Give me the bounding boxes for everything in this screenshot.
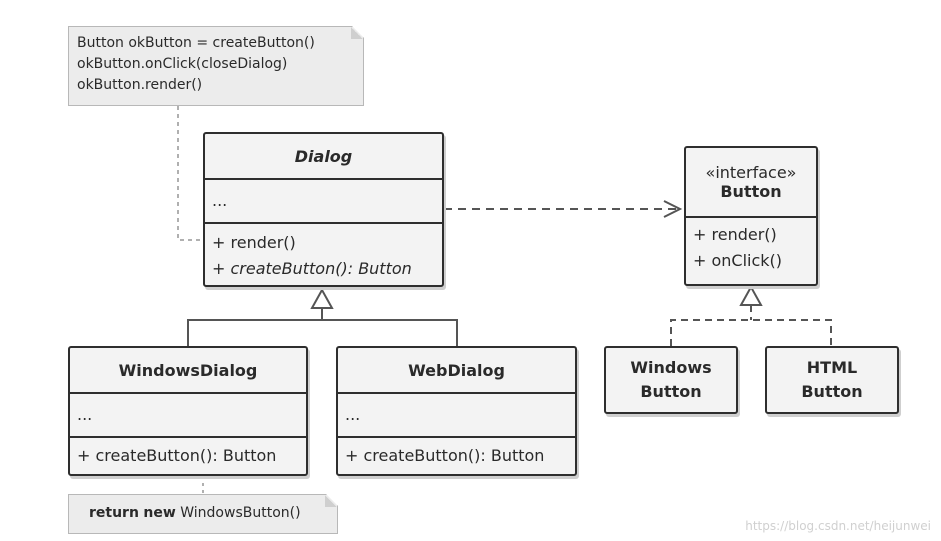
interface-button-name: «interface» Button — [686, 148, 816, 216]
note-bottom-line: return new WindowsButton() — [89, 505, 301, 521]
interface-stereotype: «interface» — [705, 163, 797, 182]
button-realization-arrowhead — [739, 284, 763, 306]
class-windowsdialog: WindowsDialog ... + createButton(): Butt… — [68, 346, 308, 476]
windowsbutton-line2: Button — [640, 382, 702, 401]
watermark: https://blog.csdn.net/heijunwei — [745, 519, 931, 533]
windowsbutton-line1: Windows — [630, 358, 712, 377]
interface-button-name-text: Button — [720, 182, 782, 201]
note-top-connector — [177, 106, 204, 241]
note-windowsdialog-code: return new WindowsButton() — [68, 494, 338, 534]
dialog-name-text: Dialog — [294, 146, 353, 166]
dialog-inheritance-lines — [187, 308, 458, 346]
htmlbutton-line2: Button — [801, 382, 863, 401]
class-windowsbutton: Windows Button — [604, 346, 738, 414]
windowsdialog-method-createbutton: + createButton(): Button — [77, 446, 277, 465]
class-htmlbutton-name: HTML Button — [767, 348, 897, 412]
class-webdialog-methods: + createButton(): Button — [338, 436, 575, 474]
note-bottom-text: WindowsButton() — [180, 505, 301, 521]
note-dialog-code: Button okButton = createButton() okButto… — [68, 26, 364, 106]
class-htmlbutton: HTML Button — [765, 346, 899, 414]
dialog-method-createbutton: + createButton(): Button — [212, 259, 412, 278]
note-line-2: okButton.onClick(closeDialog) — [77, 56, 288, 72]
class-windowsdialog-methods: + createButton(): Button — [70, 436, 306, 474]
windowsdialog-name-text: WindowsDialog — [118, 360, 258, 380]
note-keyword-new: new — [143, 505, 176, 521]
class-webdialog-fields: ... — [338, 392, 575, 436]
interface-button-methods: + render() + onClick() — [686, 216, 816, 278]
dialog-inheritance-arrowhead — [310, 287, 334, 309]
class-windowsdialog-name: WindowsDialog — [70, 348, 306, 392]
interface-button: «interface» Button + render() + onClick(… — [684, 146, 818, 286]
windowsdialog-fields-text: ... — [77, 405, 93, 424]
dialog-fields-text: ... — [212, 191, 228, 210]
webdialog-fields-text: ... — [345, 405, 361, 424]
class-webdialog: WebDialog ... + createButton(): Button — [336, 346, 577, 476]
htmlbutton-line1: HTML — [806, 358, 858, 377]
note-keyword-return: return — [89, 505, 139, 521]
dialog-method-render: + render() — [212, 233, 296, 252]
class-dialog-name: Dialog — [205, 134, 442, 178]
webdialog-name-text: WebDialog — [408, 360, 505, 380]
note-line-3: okButton.render() — [77, 77, 203, 93]
webdialog-method-createbutton: + createButton(): Button — [345, 446, 545, 465]
class-webdialog-name: WebDialog — [338, 348, 575, 392]
class-dialog-methods: + render() + createButton(): Button — [205, 222, 442, 286]
dependency-arrowhead — [663, 200, 683, 218]
button-realization-lines — [670, 305, 832, 346]
interface-method-render: + render() — [693, 225, 777, 244]
class-windowsbutton-name: Windows Button — [606, 348, 736, 412]
note-line-1: Button okButton = createButton() — [77, 35, 315, 51]
interface-method-onclick: + onClick() — [693, 251, 783, 270]
class-windowsdialog-fields: ... — [70, 392, 306, 436]
class-dialog-fields: ... — [205, 178, 442, 222]
class-dialog: Dialog ... + render() + createButton(): … — [203, 132, 444, 287]
